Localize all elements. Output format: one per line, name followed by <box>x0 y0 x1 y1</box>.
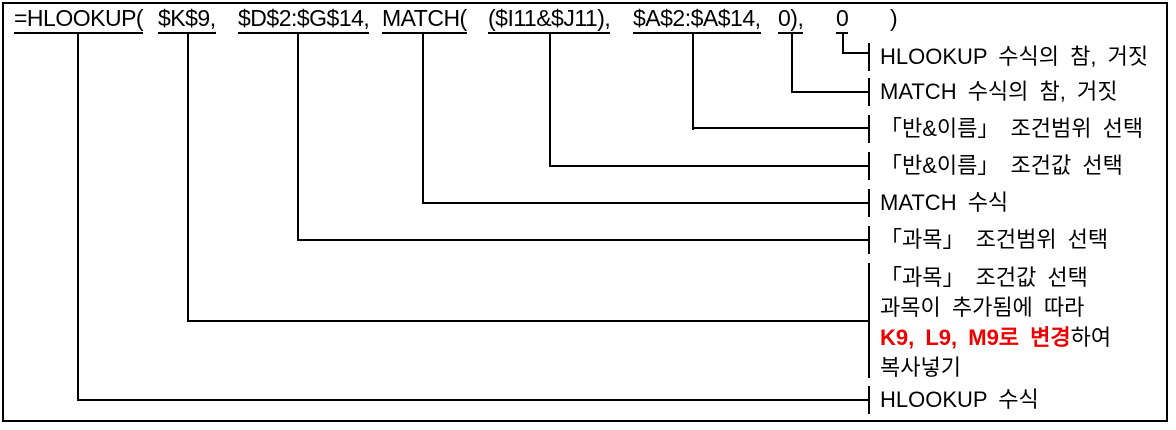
connector-hlookup-vertical <box>77 33 79 401</box>
connector-table-array-vertical <box>297 33 299 241</box>
tick-match-formula <box>868 189 870 217</box>
connector-lookup-value-horizontal <box>187 320 870 322</box>
annotation-match-true-false: MATCH 수식의 참, 거짓 <box>880 79 1118 104</box>
annotation-hlookup-true-false: HLOOKUP 수식의 참, 거짓 <box>880 44 1149 69</box>
tick-class-name-range <box>868 115 870 143</box>
annotation-subject-range: 「과목」 조건범위 선택 <box>880 227 1109 252</box>
connector-table-array-horizontal <box>297 239 870 241</box>
tick-class-name-value <box>868 152 870 180</box>
connector-range-lookup-vertical <box>842 33 844 54</box>
annotation-class-name-range: 「반&이름」 조건범위 선택 <box>880 116 1144 141</box>
connector-match-type-horizontal <box>791 91 870 93</box>
tick-subject-range <box>868 226 870 254</box>
annotation-class-name-value: 「반&이름」 조건값 선택 <box>880 153 1123 178</box>
tick-match-tf <box>868 78 870 106</box>
formula-segment-match-type: 0), <box>778 6 804 34</box>
formula-segment-lookup-value: $K$9, <box>158 6 216 34</box>
connector-hlookup-horizontal <box>77 399 870 401</box>
annotation-hlookup-formula: HLOOKUP 수식 <box>880 387 1039 412</box>
connector-range-lookup-horizontal <box>842 52 870 54</box>
formula-segment-hlookup-close: ) <box>890 5 898 31</box>
annotation-match-formula: MATCH 수식 <box>880 190 1009 215</box>
connector-match-array-vertical <box>692 33 694 130</box>
formula-segment-match-value: ($I11&$J11), <box>488 6 611 34</box>
connector-match-value-horizontal <box>549 165 870 167</box>
annotation-subject-value-line2: 과목이 추가됨에 따라 <box>880 295 1085 320</box>
tick-subject-value-block <box>868 263 870 378</box>
annotation-red-highlight: K9, L9, M9로 변경 <box>880 325 1071 350</box>
annotation-line3-suffix: 하여 <box>1070 325 1112 350</box>
connector-match-value-vertical <box>549 33 551 167</box>
formula-segment-table-array: $D$2:$G$14, <box>238 6 370 34</box>
diagram-border <box>2 2 1168 422</box>
connector-match-type-vertical <box>791 33 793 93</box>
formula-segment-match-array: $A$2:$A$14, <box>633 6 761 34</box>
formula-segment-range-lookup: 0 <box>836 6 849 34</box>
tick-hlookup-formula <box>868 386 870 414</box>
annotation-subject-value-line1: 「과목」 조건값 선택 <box>880 265 1088 290</box>
formula-segment-hlookup-open: =HLOOKUP( <box>14 6 144 34</box>
connector-match-array-horizontal <box>692 127 870 129</box>
annotation-subject-value-block: 「과목」 조건값 선택 과목이 추가됨에 따라 K9, L9, M9로 변경하여… <box>880 263 1111 383</box>
connector-match-open-horizontal <box>422 202 870 204</box>
connector-lookup-value-vertical <box>187 33 189 322</box>
tick-hlookup-tf <box>868 43 870 71</box>
formula-segment-match-open: MATCH( <box>382 6 467 34</box>
annotation-subject-value-line4: 복사넣기 <box>880 355 961 380</box>
annotation-subject-value-line3: K9, L9, M9로 변경하여 <box>880 323 1111 353</box>
connector-match-open-vertical <box>422 33 424 204</box>
